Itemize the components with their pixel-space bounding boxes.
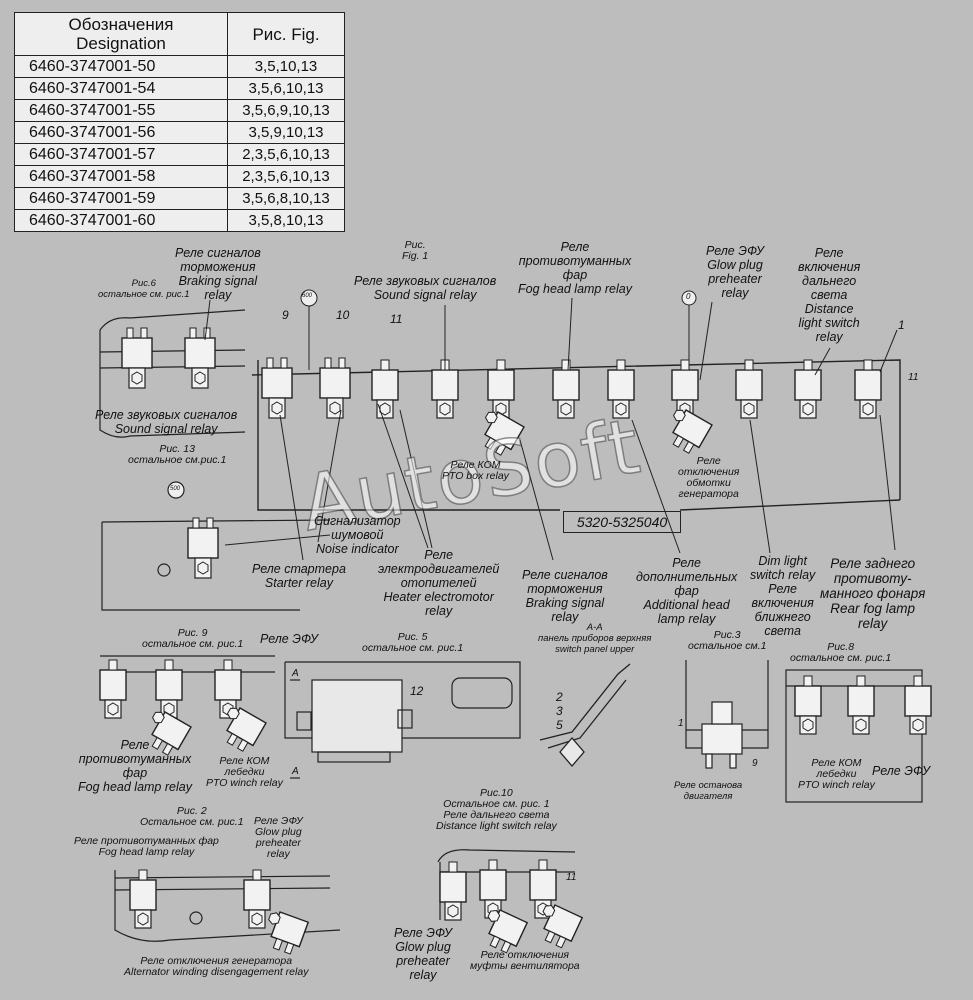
label-starter-relay: Реле стартера Starter relay (252, 562, 346, 590)
fig9-relay (155, 659, 183, 719)
callout-number: 10 (336, 308, 350, 322)
label-fog-head-lamp-relay-fig2: Реле противотуманных фар Fog head lamp r… (74, 835, 219, 858)
fig8-relay (847, 675, 875, 735)
fig5-panel (284, 661, 521, 779)
callout-number: 500 (170, 486, 181, 492)
callout-number: 9 (282, 308, 289, 322)
callout-number: 5 (556, 718, 563, 732)
label-fan-clutch-relay: Реле отключения муфты вентилятора (470, 949, 580, 972)
row-figs: 3,5,10,13 (227, 55, 345, 78)
aa-section (539, 663, 631, 767)
fig9-relay (99, 659, 127, 719)
callout-number: 11 (908, 372, 919, 383)
label-distance-light-relay-top: Реле включения дальнего света Distance l… (798, 246, 861, 344)
label-noise-indicator: Сигнализатор шумовой Noise indicator (314, 514, 401, 556)
label-fig2: Рис. 2 Остальное см. рис.1 (140, 805, 244, 828)
row-figs: 3,5,9,10,13 (227, 121, 345, 144)
fig9-panel (100, 655, 275, 673)
label-glow-plug-relay-fig2: Реле ЭФУ Glow plug preheater relay (254, 815, 303, 860)
label-braking-signal-relay-mid: Реле сигналов торможения Braking signal … (522, 568, 608, 624)
row-code: 6460-3747001-56 (14, 121, 228, 144)
label-pto-box-relay: Реле КОМ PTO box relay (442, 459, 509, 482)
row-code: 6460-3747001-55 (14, 99, 228, 122)
label-fog-head-lamp-relay-fig9: Реле противотуманных фар Fog head lamp r… (78, 738, 192, 794)
callout-number: 3 (556, 704, 563, 718)
label-fig5: Рис. 5 остальное см. рис.1 (362, 631, 464, 654)
row-code: 6460-3747001-59 (14, 187, 228, 210)
row-figs: 2,3,5,6,10,13 (227, 165, 345, 188)
label-braking-signal-relay-top: Реле сигналов торможения Braking signal … (175, 246, 261, 302)
callout-number: 2 (556, 690, 563, 704)
fig10-relay (479, 859, 507, 919)
label-fig9: Рис. 9 остальное см. рис.1 (142, 627, 244, 650)
fig2-relay (259, 908, 309, 957)
label-glow-plug-relay-top: Реле ЭФУ Glow plug preheater relay (706, 244, 764, 300)
row-code: 6460-3747001-60 (14, 209, 228, 232)
label-pto-winch-relay-fig9: Реле КОМ лебедки PTO winch relay (206, 755, 283, 789)
label-glow-plug-relay-fig10: Реле ЭФУ Glow plug preheater relay (394, 926, 452, 982)
row-figs: 3,5,6,8,10,13 (227, 187, 345, 210)
table-header-row: Обозначения Designation Рис. Fig. (14, 12, 345, 56)
callout-number: 0 (686, 292, 691, 301)
row-code: 6460-3747001-57 (14, 143, 228, 166)
fig8-relay (904, 675, 932, 735)
row-figs: 3,5,6,10,13 (227, 77, 345, 100)
label-sound-signal-relay-top: Реле звуковых сигналов Sound signal rela… (354, 274, 497, 302)
designation-table: Обозначения Designation Рис. Fig. 6460-3… (14, 12, 345, 232)
label-engine-stop-relay: Реле останова двигателя (674, 780, 743, 802)
label-dim-light-switch-relay: Dim light switch relay Реле включения бл… (750, 554, 816, 638)
main-panel (251, 359, 901, 511)
fig8-relay (794, 675, 822, 735)
fig2-relay (243, 869, 271, 929)
label-pto-winch-relay-fig8: Реле КОМ лебедки PTO winch relay (798, 757, 875, 791)
label-fig1: Рис. Fig. 1 (402, 239, 429, 262)
callout-number: 600 (302, 293, 313, 299)
label-additional-head-lamp-relay: Реле дополнительных фар Additional head … (636, 556, 738, 626)
header-designation: Обозначения Designation (14, 12, 228, 56)
label-sound-signal-relay-fig6: Реле звуковых сигналов Sound signal rela… (95, 408, 238, 436)
fig6-relay (121, 327, 153, 389)
label-fig13: Рис. 13 остальное см.рис.1 (128, 443, 227, 466)
label-fig6: Рис.6 остальное см. рис.1 (98, 278, 190, 300)
label-fog-head-lamp-relay-top: Реле противотуманных фар Fog head lamp r… (518, 240, 632, 296)
label-alternator-disengagement-relay: Реле отключения генератора Alternator wi… (124, 955, 309, 978)
fig2-relay (129, 869, 157, 929)
label-glow-plug-relay-fig9: Реле ЭФУ (260, 632, 318, 646)
fig13-panel (101, 481, 331, 611)
fig10-relay (439, 861, 467, 921)
callout-number: 12 (410, 684, 424, 698)
callout-number: 11 (566, 872, 577, 883)
label-fig10: Рис.10 Остальное см. рис. 1 Реле дальнег… (436, 787, 557, 832)
fig13-relay (187, 517, 219, 579)
header-fig: Рис. Fig. (227, 12, 345, 56)
fig3-panel (685, 660, 769, 769)
label-section-aa: А-А панель приборов верхняя switch panel… (538, 622, 652, 655)
callout-number: 11 (390, 312, 403, 326)
part-number-box: 5320-5325040 (563, 511, 681, 533)
callout-number: 9 (752, 758, 758, 769)
callout-number: A (292, 766, 299, 777)
label-glow-plug-relay-fig8: Реле ЭФУ (872, 764, 930, 778)
leader-lines (204, 297, 898, 561)
label-heater-electromotor-relay: Реле электродвигателей отопителей Heater… (378, 548, 500, 618)
callout-number: 1 (678, 718, 684, 729)
fig6-relay (184, 327, 216, 389)
label-rear-fog-lamp-relay: Реле заднего противоту- манного фонаря R… (820, 556, 926, 631)
label-fig8: Рис.8 остальное см. рис.1 (790, 641, 892, 664)
callout-number: 1 (898, 318, 905, 332)
row-figs: 3,5,8,10,13 (227, 209, 345, 232)
label-fig3: Рис.3 остальное см.1 (688, 629, 767, 652)
label-generator-disconnect-relay: Реле отключения обмотки генератора (678, 455, 740, 500)
callout-number: A (292, 668, 299, 679)
